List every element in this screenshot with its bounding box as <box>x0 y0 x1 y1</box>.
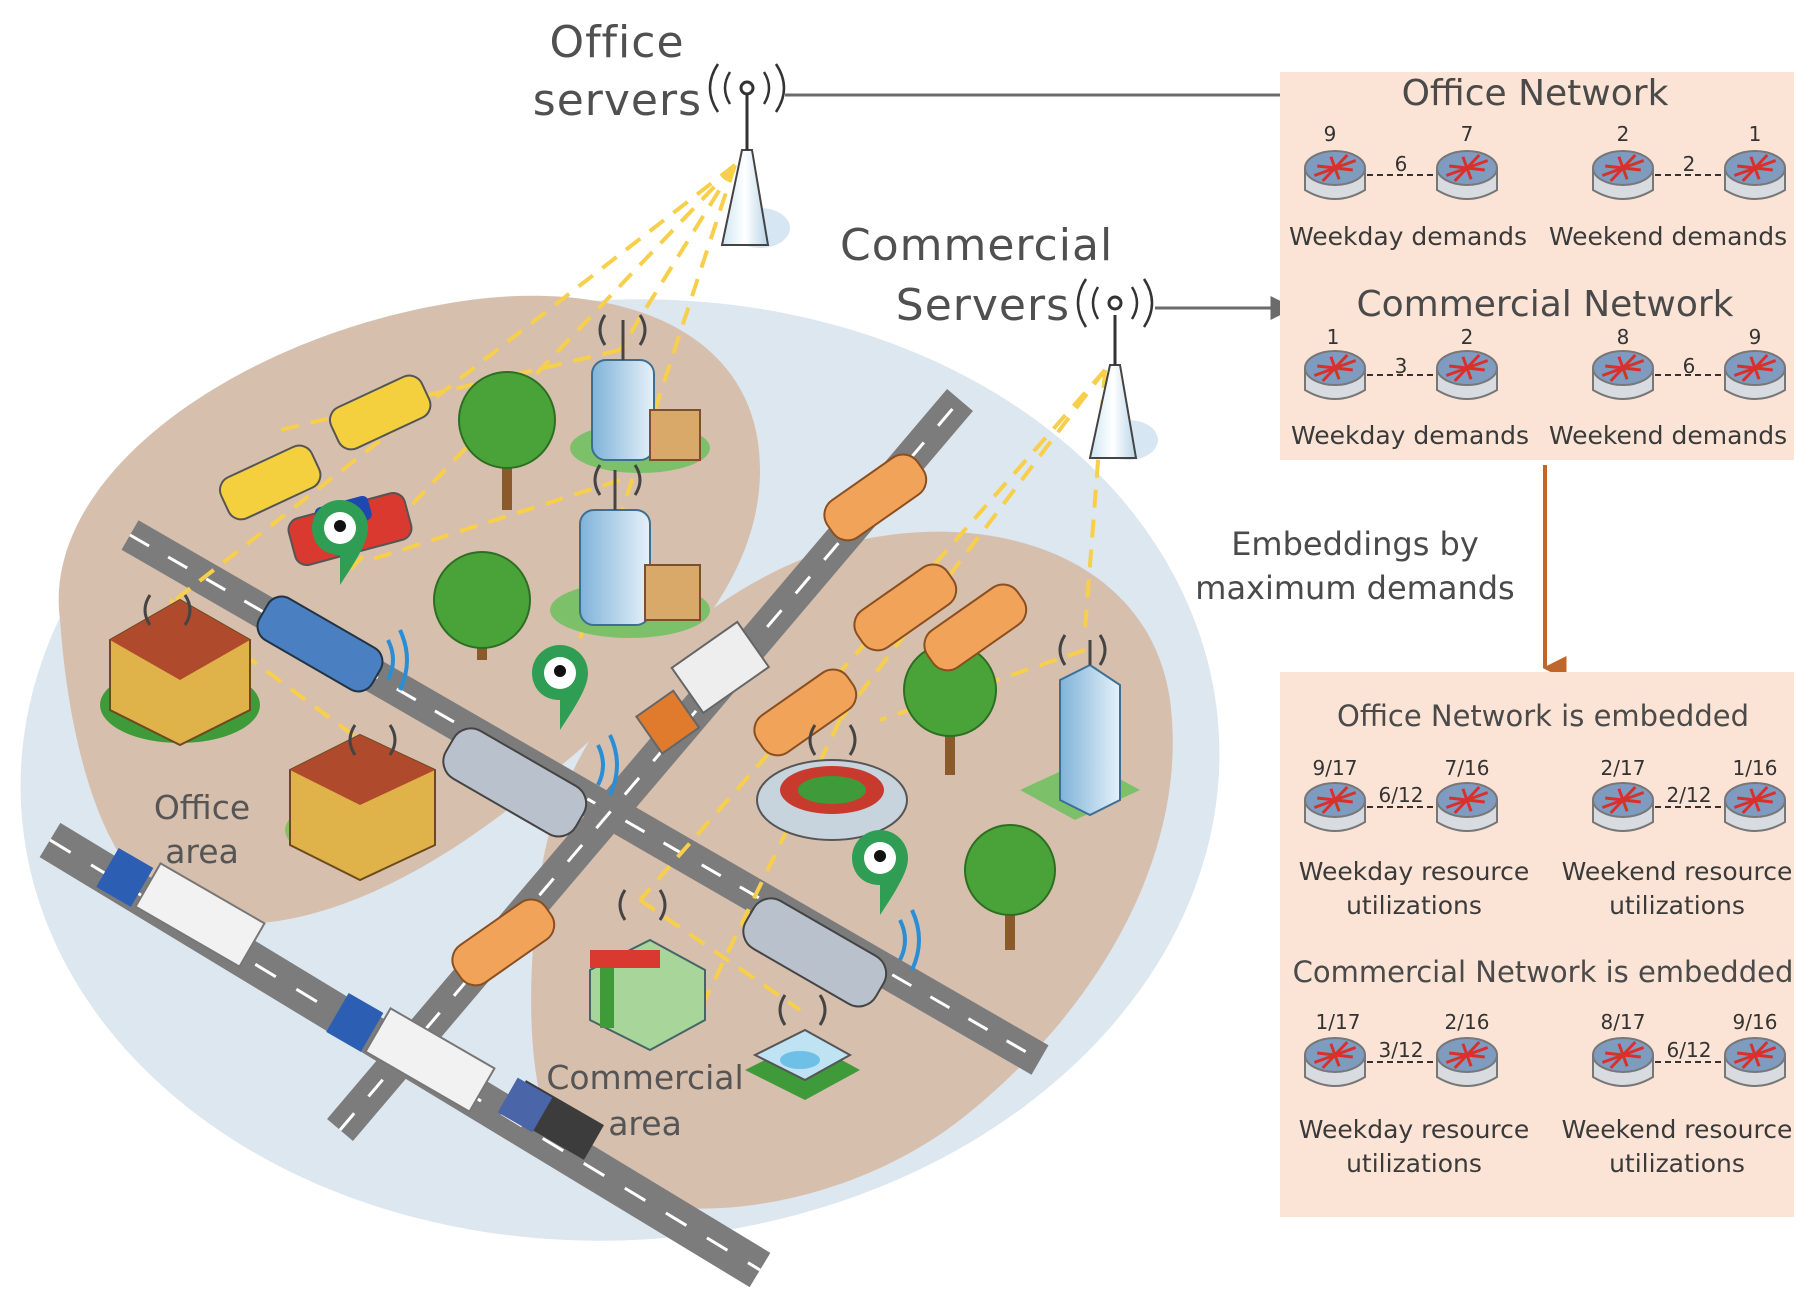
commercial-weekday-node-b: 2 <box>1460 325 1474 349</box>
sports-cars <box>451 453 1028 987</box>
vehicle-signal-icons <box>386 629 921 971</box>
office-weekend-link: 2 <box>1682 152 1696 176</box>
commercial-weekday-node-a: 1 <box>1326 325 1340 349</box>
commercial-weekday-routers <box>1303 347 1499 401</box>
office-weekend-node-b: 1 <box>1748 122 1762 146</box>
location-pins <box>312 500 908 915</box>
office-weekend-label: Weekend demands <box>1548 222 1788 251</box>
commercial-weekend-link: 6 <box>1682 354 1696 378</box>
office-servers-line-1: Office <box>549 17 685 68</box>
office-weekend-node-a: 2 <box>1616 122 1630 146</box>
commercial-embedded-weekday-node-b: 2/16 <box>1444 1010 1490 1034</box>
office-brick-building-2 <box>285 733 436 882</box>
office-area-line-2: area <box>165 832 239 871</box>
office-embedded-title: Office Network is embedded <box>1337 699 1749 733</box>
office-weekday-node-a: 9 <box>1323 122 1337 146</box>
office-embedded-weekend-routers <box>1591 779 1787 833</box>
office-server-tower <box>708 63 790 248</box>
embeddings-line-2: maximum demands <box>1195 569 1515 607</box>
office-weekday-node-b: 7 <box>1460 122 1474 146</box>
taxi-cars <box>218 374 432 521</box>
commercial-embedded-title: Commercial Network is embedded <box>1292 955 1794 989</box>
commercial-area-line-1: Commercial <box>546 1058 744 1097</box>
office-embedded-weekend-label-1: Weekend resource <box>1561 857 1793 886</box>
office-weekend-routers <box>1591 147 1787 201</box>
office-weekday-routers <box>1303 147 1499 201</box>
commercial-embedded-weekday-label-2: utilizations <box>1346 1149 1482 1178</box>
commercial-embedded-weekend-label: Weekend resource utilizations <box>1562 1113 1793 1181</box>
office-embedded-weekday-label-1: Weekday resource <box>1298 857 1530 886</box>
pool-building <box>745 1028 860 1100</box>
commercial-servers-line-2: Servers <box>895 280 1070 331</box>
commercial-area-line-2: area <box>608 1104 682 1143</box>
commercial-weekend-node-b: 9 <box>1748 325 1762 349</box>
office-embedded-weekend-label: Weekend resource utilizations <box>1562 855 1793 923</box>
office-network-title: Office Network <box>1401 73 1669 114</box>
commercial-area-label: Commercial area <box>546 1055 743 1147</box>
commercial-weekend-node-a: 8 <box>1616 325 1630 349</box>
office-embedded-weekend-label-2: utilizations <box>1609 891 1745 920</box>
office-embedded-weekday-label-2: utilizations <box>1346 891 1482 920</box>
commercial-embedded-weekday-routers <box>1303 1034 1499 1088</box>
commercial-embedded-weekend-node-b: 9/16 <box>1732 1010 1778 1034</box>
commercial-server-tower <box>1076 278 1158 460</box>
office-embedded-weekend-node-b: 1/16 <box>1732 756 1778 780</box>
truck <box>634 620 771 755</box>
commercial-embedded-weekday-link: 3/12 <box>1378 1038 1424 1062</box>
office-servers-label: Office servers <box>532 14 702 130</box>
stadium <box>756 759 908 841</box>
commercial-weekend-routers <box>1591 347 1787 401</box>
commercial-embedded-weekend-routers <box>1591 1034 1787 1088</box>
office-weekday-label: Weekday demands <box>1288 222 1528 251</box>
office-embedded-weekday-link: 6/12 <box>1378 783 1424 807</box>
semi-trucks <box>96 847 604 1160</box>
commercial-servers-line-1: Commercial <box>840 220 1114 271</box>
office-area-label: Office area <box>154 786 250 874</box>
embeddings-label: Embeddings by maximum demands <box>1195 522 1514 610</box>
embeddings-line-1: Embeddings by <box>1231 525 1479 563</box>
office-servers-line-2: servers <box>532 75 702 126</box>
commercial-embedded-weekend-node-a: 8/17 <box>1600 1010 1646 1034</box>
office-embedded-weekend-link: 2/12 <box>1666 783 1712 807</box>
commercial-skyscraper <box>1020 640 1140 820</box>
demands-panel <box>1280 72 1794 460</box>
office-weekday-link: 6 <box>1394 152 1408 176</box>
commercial-servers-label: Commercial Servers <box>840 216 1114 336</box>
antenna-icons <box>143 314 1107 1026</box>
office-area-line-1: Office <box>153 788 251 827</box>
commercial-weekday-link: 3 <box>1394 354 1408 378</box>
sedan-cars <box>442 727 888 1008</box>
office-embedded-weekend-node-a: 2/17 <box>1600 756 1646 780</box>
commercial-embedded-weekend-link: 6/12 <box>1666 1038 1712 1062</box>
commercial-embedded-weekday-node-a: 1/17 <box>1315 1010 1361 1034</box>
commercial-weekday-label: Weekday demands <box>1290 421 1530 450</box>
commercial-weekend-label: Weekend demands <box>1548 421 1788 450</box>
office-embedded-weekday-routers <box>1303 779 1499 833</box>
office-embedded-weekday-label: Weekday resource utilizations <box>1299 855 1530 923</box>
office-embedded-weekday-node-b: 7/16 <box>1444 756 1490 780</box>
embedded-panel <box>1280 672 1794 1217</box>
commercial-embedded-weekday-label: Weekday resource utilizations <box>1299 1113 1530 1181</box>
commercial-embedded-weekend-label-1: Weekend resource <box>1561 1115 1793 1144</box>
commercial-embedded-weekday-label-1: Weekday resource <box>1298 1115 1530 1144</box>
blue-car <box>256 595 384 693</box>
office-tower-building-2 <box>550 470 710 638</box>
office-brick-building-1 <box>100 598 260 747</box>
commercial-embedded-weekend-label-2: utilizations <box>1609 1149 1745 1178</box>
commercial-network-title: Commercial Network <box>1356 284 1734 325</box>
gas-station <box>589 938 706 1052</box>
office-tower-building-1 <box>570 320 710 473</box>
office-embedded-weekday-node-a: 9/17 <box>1312 756 1358 780</box>
trees <box>433 371 1056 950</box>
